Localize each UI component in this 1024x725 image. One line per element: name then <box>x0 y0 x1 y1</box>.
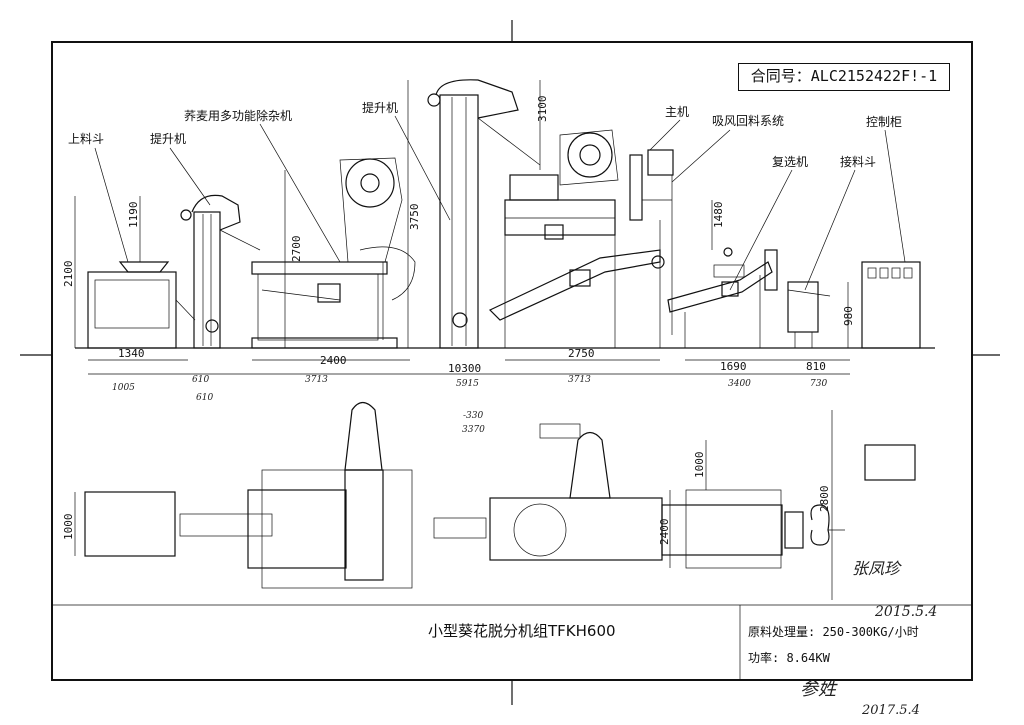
dim-1340: 1340 <box>118 347 145 360</box>
hw-date1: 2015.5.4 <box>874 604 937 620</box>
plan-cleaner-fan <box>344 401 383 471</box>
label-air-recycle: 吸风回料系统 <box>712 114 784 128</box>
dim-2800: 2800 <box>818 486 831 513</box>
air-recycle-drawing <box>629 149 674 348</box>
control-cabinet-drawing <box>861 261 921 349</box>
drawing-title: 小型葵花脱分机组TFKH600 <box>428 622 616 640</box>
dim-980: 980 <box>842 306 855 326</box>
plan-control-cabinet <box>864 444 916 481</box>
label-hopper-in: 上料斗 <box>68 132 104 146</box>
dim-810: 810 <box>806 360 826 373</box>
main-machine-drawing <box>488 129 661 348</box>
dim-1480: 1480 <box>712 202 725 229</box>
label-elevator2: 提升机 <box>362 100 398 115</box>
dim-3750: 3750 <box>408 204 421 231</box>
drawing-frame <box>51 41 973 681</box>
dim-2700: 2700 <box>290 236 303 263</box>
contract-number-box: 合同号：ALC2152422F!-1 <box>738 63 950 91</box>
dim-1000b: 1000 <box>693 452 706 479</box>
elevator1-drawing <box>180 194 261 349</box>
hw-3400: 3400 <box>728 379 751 389</box>
hw-signature: 参姓 <box>800 679 838 700</box>
label-hopper-out: 接料斗 <box>840 154 876 169</box>
dim-1190: 1190 <box>127 202 140 229</box>
hw-730: 730 <box>810 379 827 389</box>
hw-3713a: 3713 <box>305 375 328 385</box>
hw-3713b: 3713 <box>568 375 591 385</box>
dim-3100: 3100 <box>536 96 549 123</box>
dim-1000a: 1000 <box>62 514 75 541</box>
reselector-drawing <box>667 247 778 348</box>
hw-name: 张凤珍 <box>852 559 902 578</box>
hw-date2: 2017.5.4 <box>861 703 920 718</box>
dim-1690: 1690 <box>720 360 747 373</box>
plan-hopper-in <box>84 491 176 557</box>
power-text: 功率: 8.64KW <box>748 650 831 665</box>
hopper-in-drawing <box>87 261 196 349</box>
cleaner-drawing <box>251 157 416 349</box>
dim-2400a: 2400 <box>320 354 347 367</box>
plan-main-machine <box>489 497 663 561</box>
dim-2750: 2750 <box>568 347 595 360</box>
label-main-machine: 主机 <box>665 105 689 119</box>
plan-reselector <box>661 504 783 556</box>
side-view <box>74 79 935 375</box>
label-control-cabinet: 控制柜 <box>866 115 902 129</box>
hw-610a: 610 <box>192 375 209 385</box>
label-reselector: 复选机 <box>772 155 808 169</box>
hw-330: -330 <box>463 411 483 421</box>
label-cleaner: 荞麦用多功能除杂机 <box>184 108 292 123</box>
elevator2-drawing <box>427 79 541 349</box>
hw-5915: 5915 <box>456 379 479 389</box>
hopper-out-drawing <box>787 281 831 348</box>
hw-3370: 3370 <box>462 425 485 435</box>
dim-2400b: 2400 <box>658 519 671 546</box>
capacity-text: 原料处理量: 250-300KG/小时 <box>748 625 919 639</box>
dim-10300: 10300 <box>448 362 481 375</box>
hw-1005: 1005 <box>112 383 135 393</box>
hw-610b: 610 <box>196 393 213 403</box>
dim-2100: 2100 <box>62 261 75 288</box>
plan-view <box>74 401 916 600</box>
label-elevator1: 提升机 <box>150 131 186 146</box>
